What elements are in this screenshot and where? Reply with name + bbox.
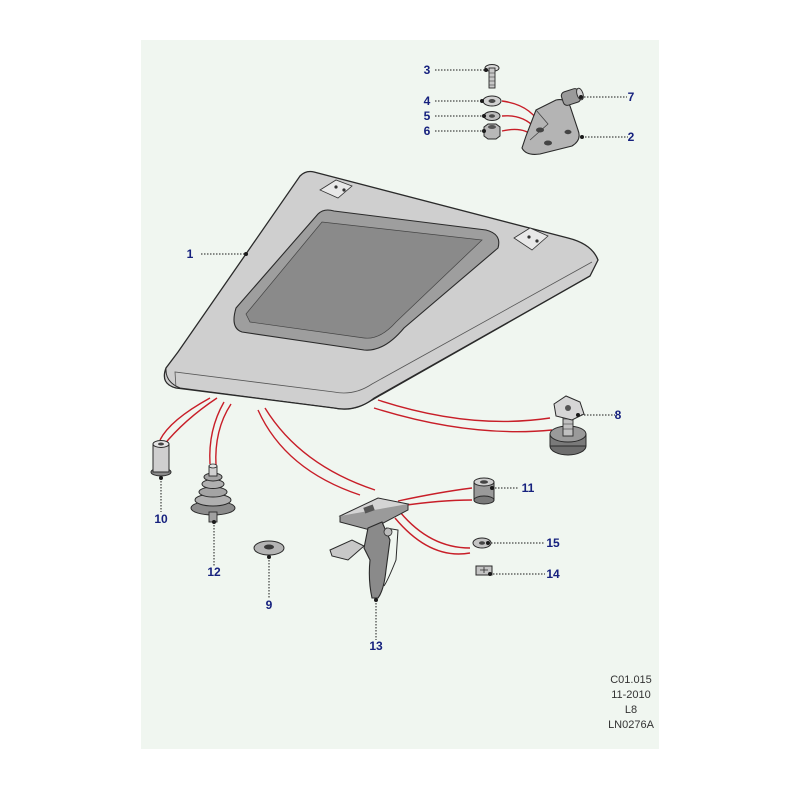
figure-date: 11-2010 [611, 689, 651, 701]
callout-3: 3 [424, 63, 431, 77]
leader-dots [159, 68, 584, 602]
callout-11: 11 [522, 481, 535, 495]
hinge-bush [560, 87, 584, 106]
model-code: L8 [624, 704, 638, 716]
hinge-bracket [521, 99, 580, 155]
latch-assembly [329, 497, 410, 599]
callout-14: 14 [546, 567, 560, 581]
latch-screw [475, 565, 493, 576]
hinge-washer [482, 95, 502, 107]
hinge-nut [483, 123, 501, 140]
bump-stop [549, 395, 587, 456]
callout-numbers: 1 2 3 4 5 6 7 8 9 10 11 12 13 14 15 [154, 63, 634, 653]
callout-leaders [160, 69, 628, 640]
callout-4: 4 [424, 94, 431, 108]
figure-code: C01.015 [610, 674, 652, 686]
spacer-bush [473, 477, 495, 505]
callout-9: 9 [266, 598, 273, 612]
callout-7: 7 [628, 90, 635, 104]
callout-13: 13 [369, 639, 383, 653]
hinge-screw [484, 64, 500, 89]
callout-1: 1 [187, 247, 194, 261]
callout-6: 6 [424, 124, 431, 138]
callout-2: 2 [628, 130, 635, 144]
flat-washer [253, 540, 285, 556]
callout-15: 15 [546, 536, 560, 550]
callout-10: 10 [154, 512, 168, 526]
callout-5: 5 [424, 109, 431, 123]
buffer-grommet [190, 463, 236, 523]
callout-8: 8 [615, 408, 622, 422]
hood-panel [163, 170, 599, 410]
red-leader-lines [159, 100, 553, 555]
figure-info: C01.015 11-2010 L8 LN0276A [601, 673, 661, 733]
drawing-number: LN0276A [608, 719, 654, 731]
hinge-spring-washer [483, 111, 501, 121]
rivet-nut [150, 440, 172, 477]
callout-12: 12 [207, 565, 221, 579]
